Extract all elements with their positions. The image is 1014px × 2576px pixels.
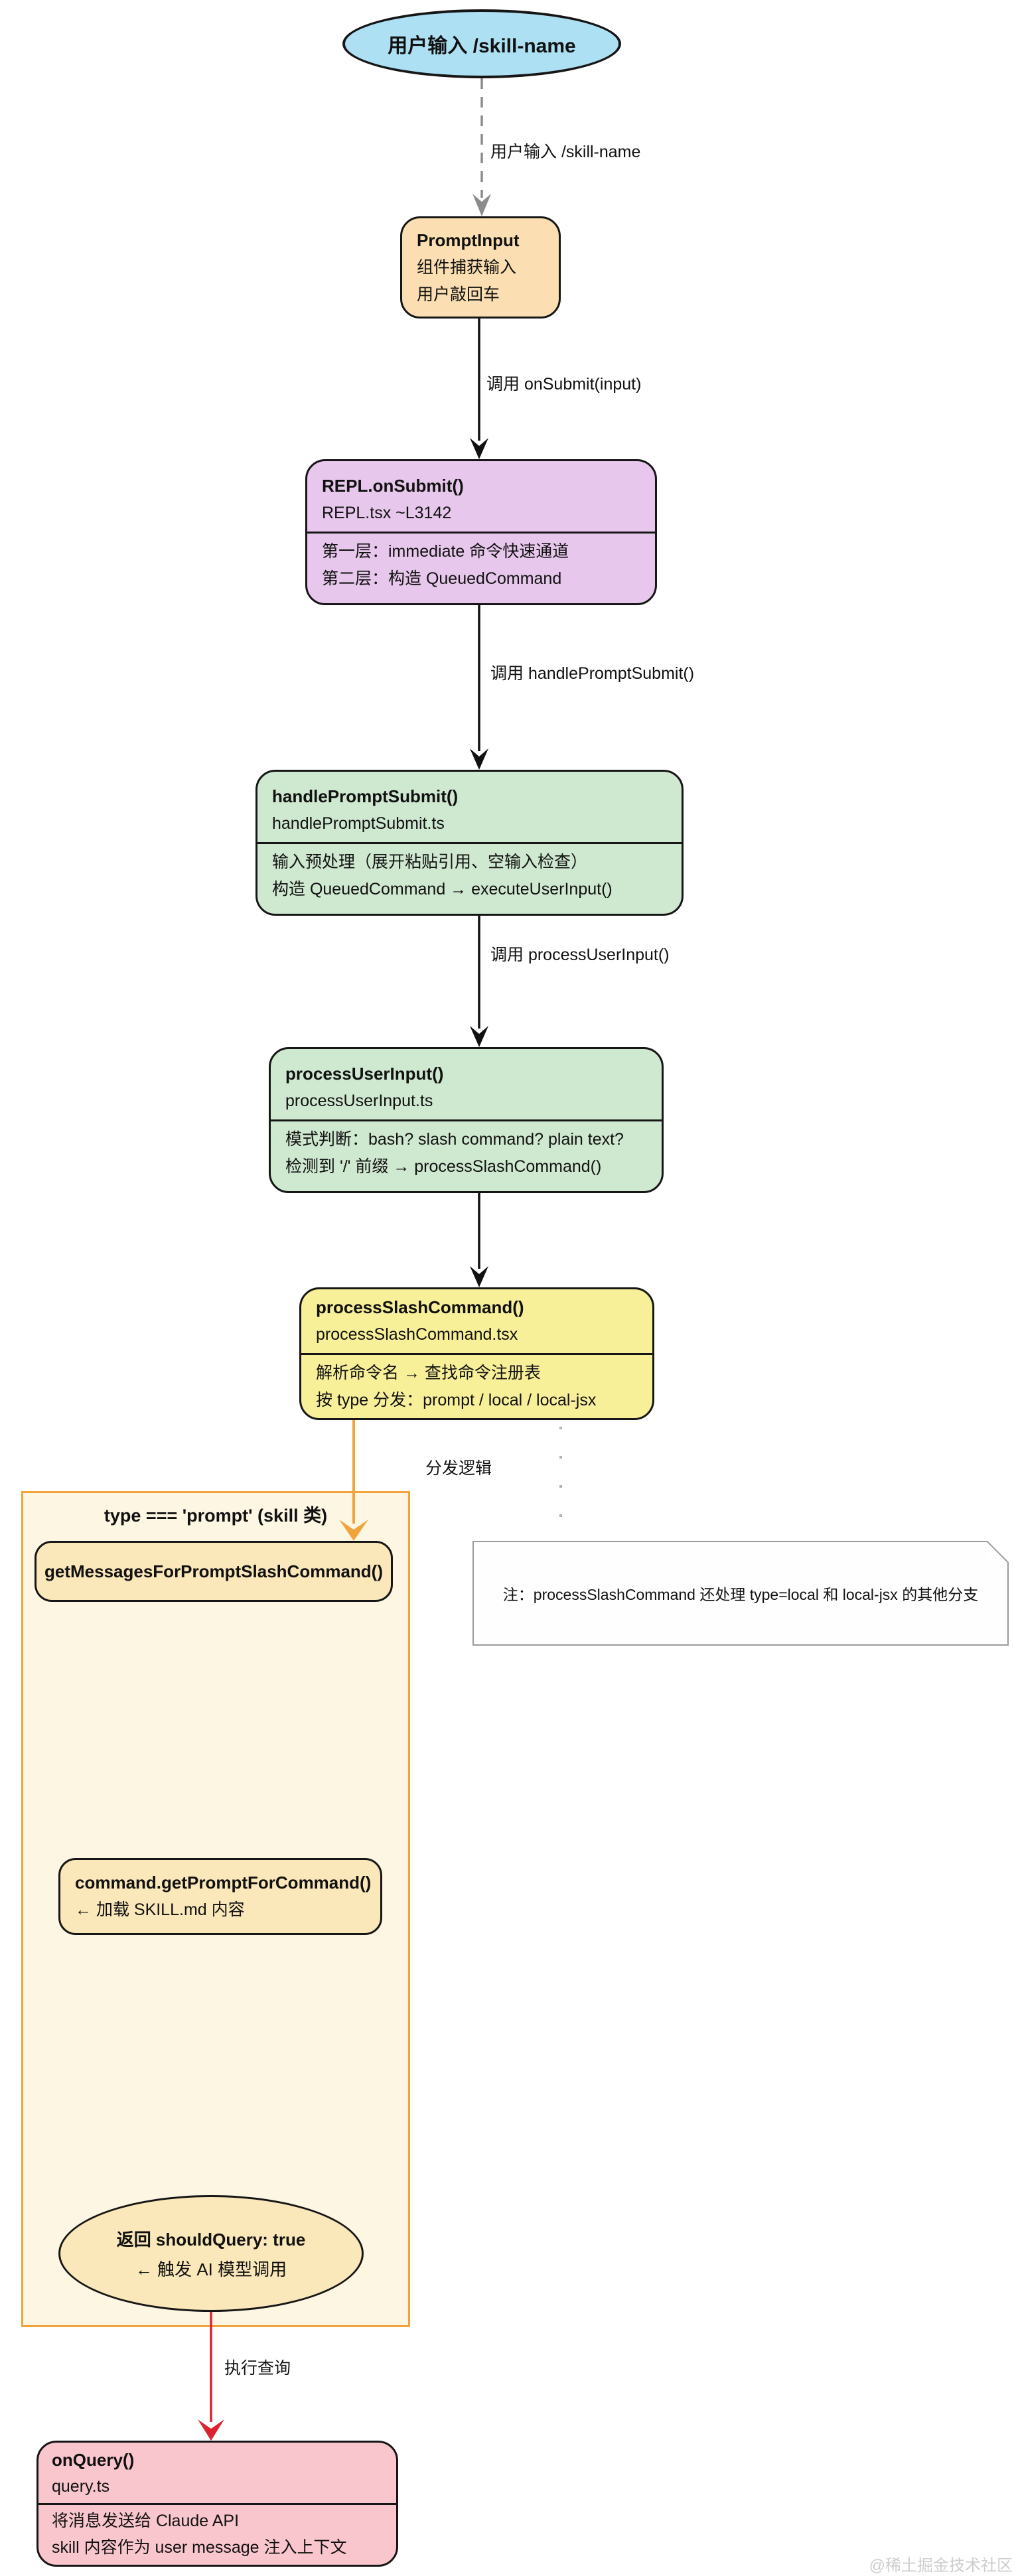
process-slash-command-node: processSlashCommand() processSlashComman… [299,1287,654,1420]
node-line: 返回 shouldQuery: true [116,2230,306,2250]
process-user-input-node: processUserInput() processUserInput.ts 模… [269,1047,664,1193]
should-query-node: 返回 shouldQuery: true ← 触发 AI 模型调用 [58,2195,364,2312]
node-divider [301,1353,652,1356]
start-node-label: 用户输入 /skill-name [388,35,576,57]
edge-label-dispatch: 分发逻辑 [425,1459,492,1478]
subgraph-title: type === 'prompt' (skill 类) [104,1506,328,1526]
edge-label-handle-prompt-submit: 调用 handlePromptSubmit() [488,662,697,685]
node-title: onQuery() [52,2449,135,2470]
note-box: 注：processSlashCommand 还处理 type=local 和 l… [472,1541,1009,1646]
node-title: processUserInput() [285,1063,444,1084]
node-line: ← 触发 AI 模型调用 [135,2259,287,2279]
edge-label-execute-query: 执行查询 [224,2359,291,2378]
note-fold-corner-icon [987,1541,1009,1562]
node-title: handlePromptSubmit() [272,786,459,806]
arrowhead-black-4 [470,1266,488,1287]
edge-label-process-user-input: 调用 processUserInput() [488,944,672,966]
get-messages-node: getMessagesForPromptSlashCommand() [35,1541,393,1602]
node-line: 按 type 分发：prompt / local / local-jsx [316,1390,597,1409]
arrowhead-red [198,2419,224,2441]
repl-onsubmit-node: REPL.onSubmit() REPL.tsx ~L3142 第一层：imme… [305,459,657,605]
node-line: 用户敲回车 [417,285,500,304]
arrowhead-orange [339,1520,368,1541]
node-file: REPL.tsx ~L3142 [322,503,452,522]
node-file: handlePromptSubmit.ts [272,814,445,833]
arrowhead-black-3 [470,1026,488,1047]
node-file: query.ts [52,2476,110,2496]
note-text: 注：processSlashCommand 还处理 type=local 和 l… [502,1586,979,1603]
node-divider [271,1119,662,1122]
node-line: 将消息发送给 Claude API [52,2512,240,2531]
arrowhead-black-2 [470,749,488,770]
node-line: 模式判断：bash? slash command? plain text? [285,1130,624,1149]
node-title: getMessagesForPromptSlashCommand() [44,1561,383,1581]
node-line: 检测到 '/' 前缀 → processSlashCommand() [285,1157,602,1176]
node-line: 构造 QueuedCommand → executeUserInput() [272,879,613,898]
get-prompt-for-command-node: command.getPromptForCommand() ← 加载 SKILL… [58,1858,382,1935]
node-line: 输入预处理（展开粘贴引用、空输入检查） [272,853,588,872]
arrowhead-black-1 [470,438,488,459]
node-title: processSlashCommand() [316,1297,524,1317]
node-title: command.getPromptForCommand() [75,1873,372,1893]
node-line: skill 内容作为 user message 注入上下文 [52,2538,347,2557]
handle-prompt-submit-node: handlePromptSubmit() handlePromptSubmit.… [255,770,684,916]
node-line: 解析命令名 → 查找命令注册表 [316,1364,541,1383]
on-query-node: onQuery() query.ts 将消息发送给 Claude API ski… [36,2441,398,2567]
prompt-input-node: PromptInput 组件捕获输入 用户敲回车 [400,216,561,319]
node-title: REPL.onSubmit() [322,475,464,496]
node-divider [257,842,682,845]
watermark: @稀土掘金技术社区 [869,2557,1013,2575]
node-file: processUserInput.ts [285,1091,433,1110]
node-divider [38,2503,396,2506]
node-line: ← 加载 SKILL.md 内容 [75,1900,245,1920]
node-title: PromptInput [417,230,520,250]
edge-label-user-input: 用户输入 /skill-name [488,141,644,163]
node-file: processSlashCommand.tsx [316,1324,518,1344]
node-divider [307,532,655,534]
node-line: 组件捕获输入 [417,258,517,277]
start-node: 用户输入 /skill-name [342,9,621,78]
edge-label-on-submit: 调用 onSubmit(input) [484,373,644,395]
node-line: 第一层：immediate 命令快速通道 [322,542,569,561]
node-line: 第二层：构造 QueuedCommand [322,569,562,588]
arrowhead-gray [472,194,491,216]
